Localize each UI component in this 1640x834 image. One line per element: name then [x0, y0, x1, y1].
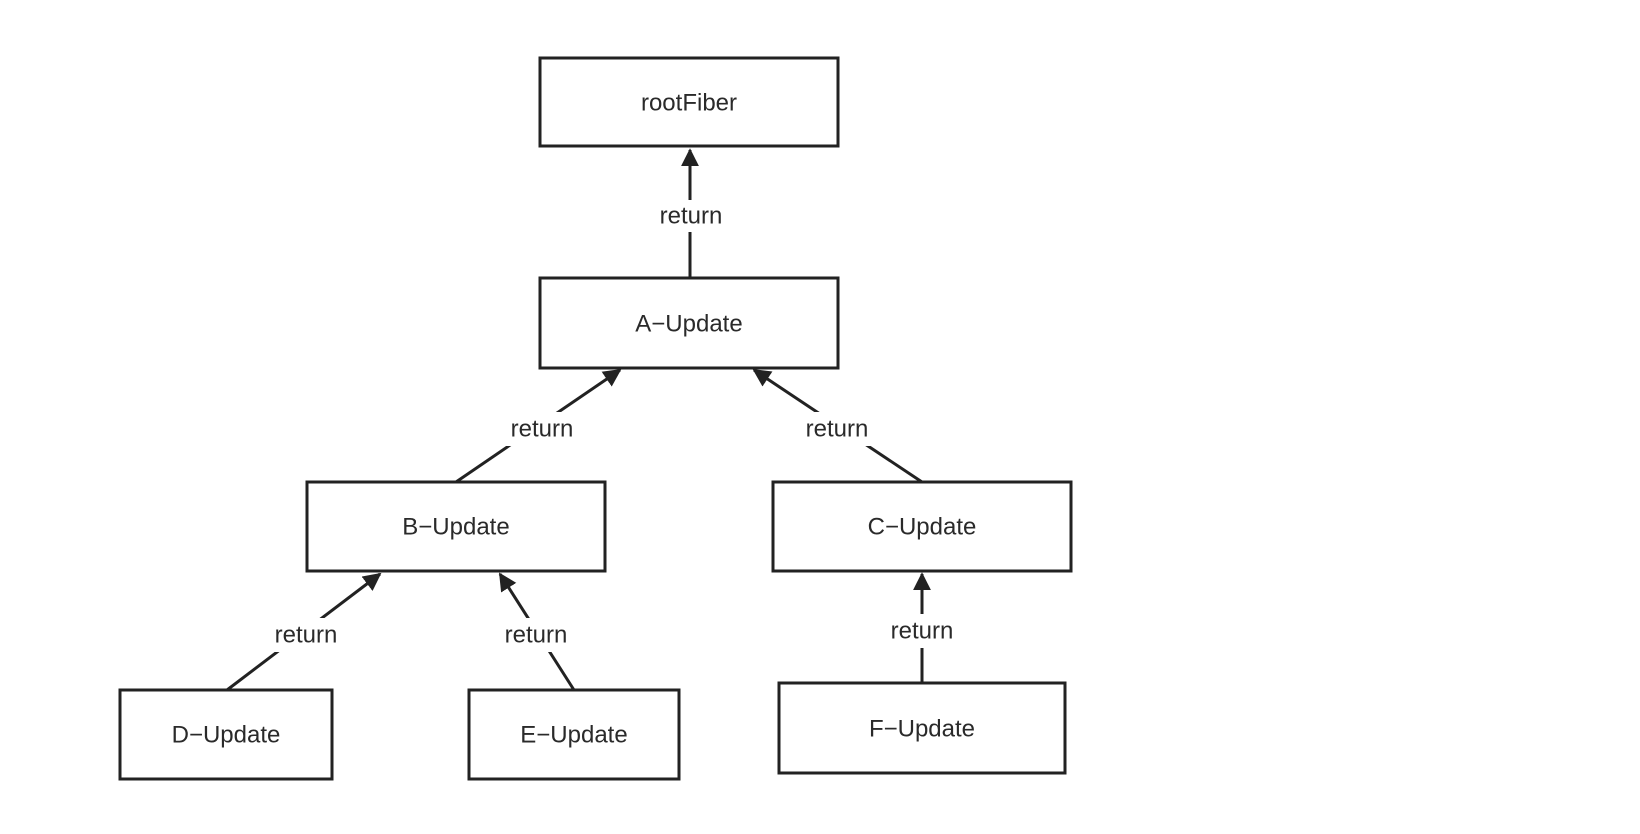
edge-label-return: return	[511, 416, 574, 443]
node-label: C−Update	[868, 514, 977, 541]
node-label: E−Update	[520, 722, 627, 749]
edge-e-to-b: return	[494, 572, 580, 691]
node-root-fiber: rootFiber	[538, 56, 840, 148]
node-label: A−Update	[635, 311, 742, 338]
edge-label-return: return	[891, 618, 954, 645]
edge-c-to-a: return	[752, 368, 923, 484]
node-b-update: B−Update	[305, 480, 607, 573]
node-c-update: C−Update	[771, 480, 1073, 573]
node-label: D−Update	[172, 722, 281, 749]
node-d-update: D−Update	[118, 688, 334, 781]
edge-label-return: return	[275, 622, 338, 649]
node-label: rootFiber	[641, 90, 737, 117]
node-f-update: F−Update	[777, 681, 1067, 775]
edge-label-return: return	[806, 416, 869, 443]
edge-label-return: return	[660, 203, 723, 230]
edge-f-to-c: return	[880, 572, 966, 683]
node-label: B−Update	[402, 514, 509, 541]
node-a-update: A−Update	[538, 276, 840, 370]
node-e-update: E−Update	[467, 688, 681, 781]
node-label: F−Update	[869, 716, 975, 743]
edge-a-to-root: return	[650, 148, 732, 278]
edge-d-to-b: return	[226, 572, 382, 692]
edge-label-return: return	[505, 622, 568, 649]
edge-b-to-a: return	[455, 368, 622, 484]
